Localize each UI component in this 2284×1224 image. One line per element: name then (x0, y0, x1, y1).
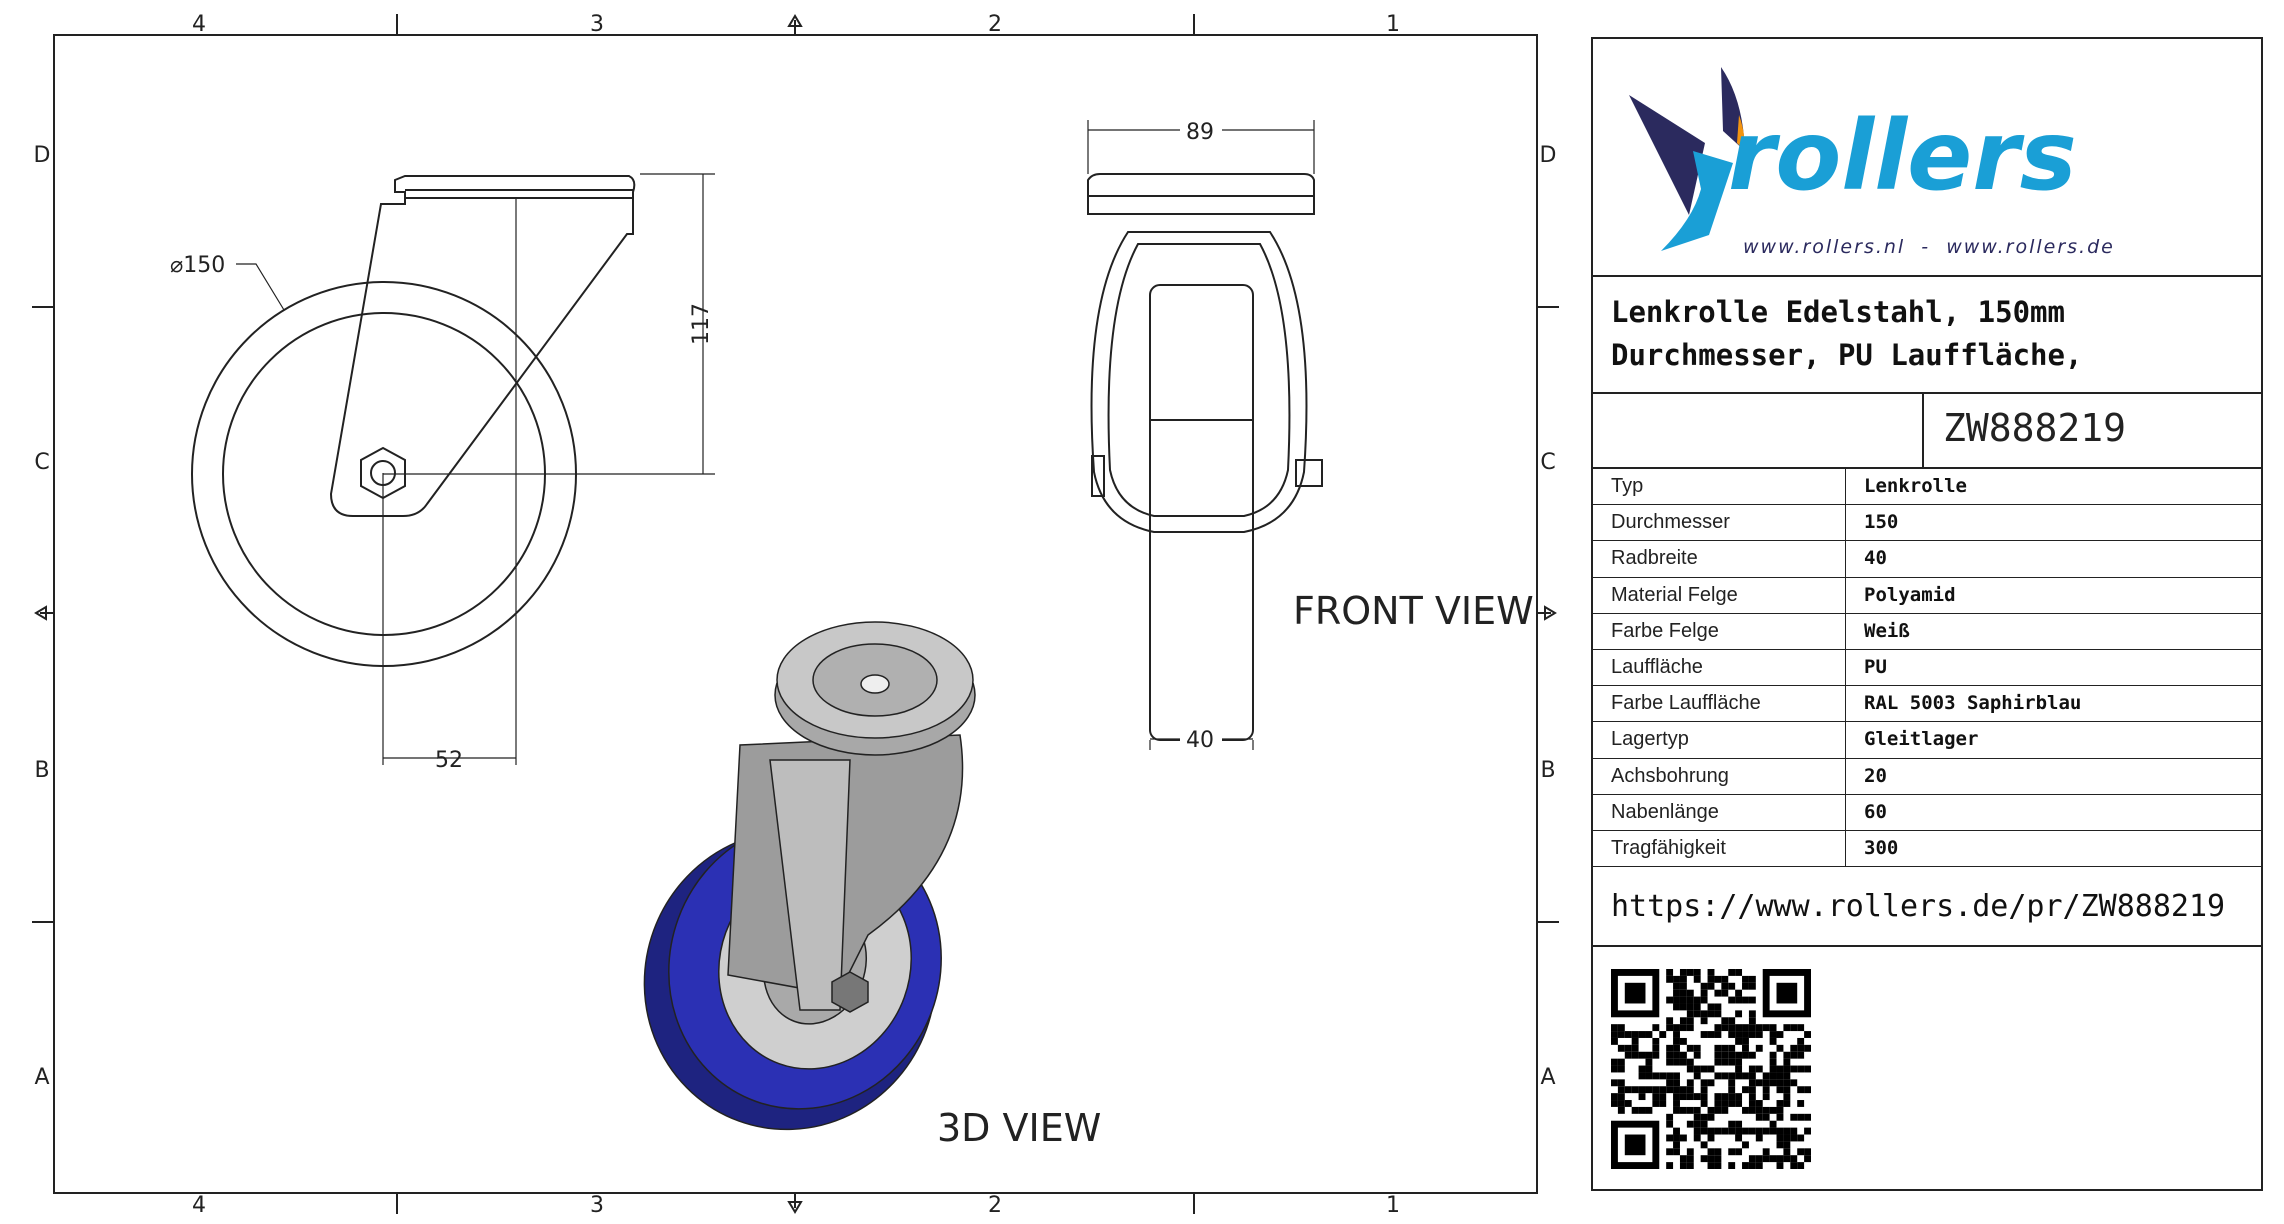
spec-key: Material Felge (1611, 583, 1738, 606)
spec-row: Durchmesser 150 (1593, 505, 2261, 542)
logo-area: rollers www.rollers.nl - www.rollers.de (1593, 39, 2261, 277)
spec-row: Farbe Lauffläche RAL 5003 Saphirblau (1593, 686, 2261, 723)
spec-value: Lenkrolle (1864, 475, 1967, 497)
zone-left-d: D (34, 143, 51, 168)
spec-row: Nabenlänge 60 (1593, 794, 2261, 831)
spec-key: Lauffläche (1611, 656, 1703, 678)
zone-top-4: 4 (192, 12, 206, 37)
side-view (191, 173, 715, 765)
iso-view (643, 621, 976, 1131)
spec-value: 40 (1864, 547, 1887, 570)
spec-row: Typ Lenkrolle (1593, 469, 2261, 506)
spec-value: PU (1864, 656, 1887, 678)
spec-key: Radbreite (1611, 547, 1698, 570)
part-number: ZW888219 (1943, 406, 2127, 450)
logo-urls: www.rollers.nl - www.rollers.de (1743, 236, 2115, 258)
spec-row: Tragfähigkeit 300 (1593, 831, 2261, 868)
spec-key: Farbe Felge (1611, 619, 1719, 642)
spec-row: Farbe Felge Weiß (1593, 613, 2261, 650)
spec-value: Polyamid (1864, 583, 1956, 606)
spec-row: Radbreite 40 (1593, 541, 2261, 578)
spec-key: Tragfähigkeit (1611, 837, 1726, 859)
zone-left-a: A (34, 1065, 49, 1090)
dim-wheel-width: 40 (1186, 728, 1214, 753)
spec-key: Lagertyp (1611, 728, 1689, 751)
spec-value: 20 (1864, 764, 1887, 787)
spec-key: Durchmesser (1611, 511, 1730, 534)
zone-top-3: 3 (590, 12, 604, 37)
spec-key: Farbe Lauffläche (1611, 692, 1761, 715)
spec-row: Lagertyp Gleitlager (1593, 722, 2261, 759)
front-view-label: FRONT VIEW (1293, 589, 1534, 633)
spec-key: Nabenlänge (1611, 800, 1719, 823)
title-block: rollers www.rollers.nl - www.rollers.de … (1591, 37, 2263, 1191)
iso-view-label: 3D VIEW (937, 1106, 1101, 1150)
spec-value: 150 (1864, 511, 1899, 534)
spec-value: Weiß (1864, 619, 1910, 642)
zone-bottom-1: 1 (1386, 1193, 1400, 1218)
spec-value: Gleitlager (1864, 728, 1979, 751)
zone-left-c: C (34, 450, 49, 475)
spec-row: Achsbohrung 20 (1593, 758, 2261, 795)
zone-top-1: 1 (1386, 12, 1400, 37)
logo-brand: rollers (1728, 100, 2077, 212)
product-title: Lenkrolle Edelstahl, 150mm Durchmesser, … (1593, 277, 2261, 394)
rollers-logo: rollers www.rollers.nl - www.rollers.de (1629, 67, 2115, 258)
dim-offset: 52 (435, 748, 463, 773)
zone-bottom-4: 4 (192, 1193, 206, 1218)
spec-value: 300 (1864, 837, 1899, 859)
qr-code[interactable] (1611, 969, 1811, 1169)
zone-right-d: D (1540, 143, 1557, 168)
zone-bottom-3: 3 (590, 1193, 604, 1218)
zone-top-2: 2 (988, 12, 1002, 37)
spec-value: RAL 5003 Saphirblau (1864, 692, 2082, 715)
zone-right-b: B (1540, 758, 1555, 783)
spec-value: 60 (1864, 800, 1887, 823)
dim-diameter: ⌀150 (170, 253, 225, 278)
spec-row: Material Felge Polyamid (1593, 577, 2261, 614)
zone-bottom-2: 2 (988, 1193, 1002, 1218)
front-view (1087, 120, 1323, 750)
title-line-2: Durchmesser, PU Lauffläche, (1611, 338, 2083, 372)
zone-right-a: A (1540, 1065, 1555, 1090)
spec-row: Lauffläche PU (1593, 650, 2261, 687)
spec-key: Typ (1611, 475, 1644, 497)
dim-top-width: 89 (1186, 120, 1214, 145)
zone-left-b: B (34, 758, 49, 783)
dim-height: 117 (689, 303, 714, 345)
part-number-row: ZW888219 (1593, 394, 2261, 469)
zone-right-c: C (1540, 450, 1555, 475)
product-url[interactable]: https://www.rollers.de/pr/ZW888219 (1593, 867, 2261, 947)
spec-key: Achsbohrung (1611, 764, 1729, 787)
title-line-1: Lenkrolle Edelstahl, 150mm (1611, 295, 2065, 329)
